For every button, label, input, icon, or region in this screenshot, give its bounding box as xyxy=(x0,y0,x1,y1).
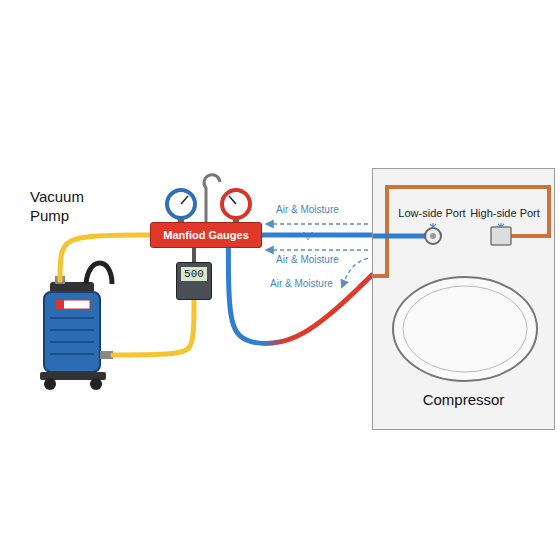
hose xyxy=(192,248,196,262)
hook xyxy=(204,175,220,222)
heading: Vacuum Pump xyxy=(30,188,102,226)
micron-gauge: 500 xyxy=(176,262,212,300)
warning-label xyxy=(56,300,90,309)
warning-label xyxy=(56,300,64,309)
flow-label: Air & Moisture xyxy=(276,204,339,215)
low-side-port xyxy=(425,228,441,244)
node-label: Manfiod Gauges xyxy=(163,229,249,241)
hose xyxy=(60,235,150,280)
compressor-shell xyxy=(393,277,537,381)
pump-wheel xyxy=(44,378,56,390)
port-label: Low-side Port xyxy=(398,207,465,219)
leader-line xyxy=(498,223,504,227)
port-label: High-side Port xyxy=(470,207,540,219)
pump-fin xyxy=(50,341,94,343)
flow-label: Air & Moisture xyxy=(276,254,339,265)
low-side-gauge xyxy=(167,190,195,218)
pump-fin xyxy=(50,353,94,355)
vacuum-pump: Vacuum Pump xyxy=(38,280,113,385)
flow-arrow xyxy=(272,249,368,250)
gauge-reading: 500 xyxy=(181,267,207,281)
leader-line xyxy=(430,223,436,227)
compressor-shell xyxy=(403,286,527,372)
hose xyxy=(113,300,194,355)
high-side-port xyxy=(491,227,511,245)
node-label: Compressor xyxy=(373,391,554,408)
high-side-gauge xyxy=(222,190,250,218)
flow-label: Air & Moisture xyxy=(270,278,333,289)
pump-fin xyxy=(50,317,94,319)
flow-arrow xyxy=(344,258,368,282)
pump-handle xyxy=(86,263,112,284)
manifold-bar: Manfiod Gauges xyxy=(150,222,262,248)
flow-arrow xyxy=(272,223,368,224)
low-side-port xyxy=(430,233,436,239)
hose-end xyxy=(373,234,425,239)
gauge-needle xyxy=(229,196,236,204)
pump-wheel xyxy=(90,378,102,390)
copper-pipe xyxy=(373,187,549,276)
hose xyxy=(262,233,372,238)
pump-body xyxy=(44,292,100,372)
gauge-needle xyxy=(181,196,188,204)
hose xyxy=(228,248,372,343)
pump-fin xyxy=(50,329,94,331)
